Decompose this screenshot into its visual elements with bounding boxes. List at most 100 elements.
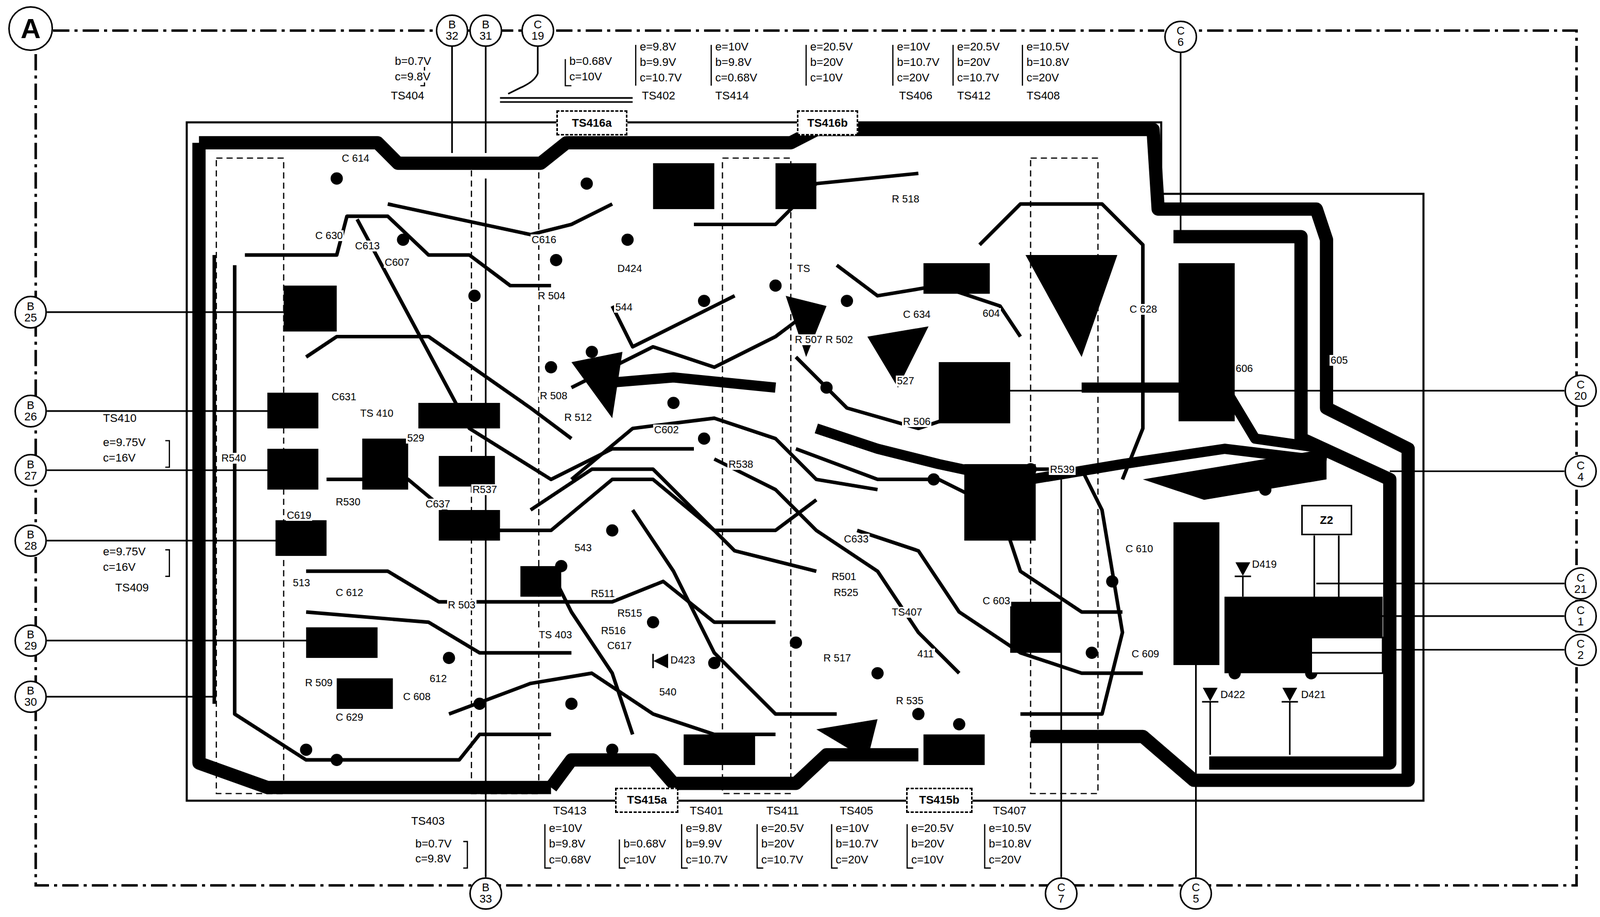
copper-area xyxy=(938,362,1011,424)
node-text: B 26 xyxy=(23,399,39,423)
component-label: 513 xyxy=(292,577,312,589)
solder-pad xyxy=(330,753,344,767)
label-bracket xyxy=(165,44,1023,868)
voltage-label: e=9.8V xyxy=(638,40,677,53)
component-label: C 612 xyxy=(334,587,365,599)
voltage-label: c=20V xyxy=(834,853,870,866)
diode-symbol xyxy=(1281,688,1299,702)
voltage-label: TS412 xyxy=(956,89,992,102)
leader-line xyxy=(507,46,538,94)
voltage-label: e=10.5V xyxy=(987,822,1033,834)
node-text: B 27 xyxy=(23,458,39,482)
voltage-label: TS413 xyxy=(552,804,588,817)
solder-pad xyxy=(473,697,486,710)
voltage-label: b=10.8V xyxy=(1025,56,1071,68)
component-label: D424 xyxy=(616,263,643,275)
voltage-label: e=10V xyxy=(834,822,870,834)
voltage-label: b=9.8V xyxy=(548,837,587,850)
voltage-label: TS402 xyxy=(640,89,677,102)
solder-pad xyxy=(585,345,599,359)
node-text: B 30 xyxy=(23,685,39,708)
copper-area xyxy=(1025,254,1118,357)
voltage-label: c=16V xyxy=(101,451,137,464)
connector-circle: B 25 xyxy=(14,295,47,329)
solder-pad xyxy=(1258,483,1272,497)
wide-trace xyxy=(612,377,776,388)
component-label: R540 xyxy=(220,452,248,464)
label-bracket xyxy=(463,841,468,868)
voltage-label: c=10.7V xyxy=(956,71,1000,84)
component-label: D422 xyxy=(1219,689,1247,701)
copper-area xyxy=(1178,263,1235,422)
solder-pad xyxy=(397,233,410,246)
voltage-label: e=10V xyxy=(714,40,750,53)
leader-line xyxy=(46,46,1565,878)
solder-pad xyxy=(1085,646,1099,659)
component-label: C616 xyxy=(530,234,558,246)
copper-area xyxy=(1143,448,1327,500)
dash-dot-border xyxy=(35,30,1577,885)
copper-area xyxy=(653,163,715,210)
voltage-label: TS408 xyxy=(1025,89,1062,102)
component-label: C 628 xyxy=(1128,303,1159,315)
voltage-label: b=0.68V xyxy=(622,837,668,850)
voltage-label: b=20V xyxy=(760,837,796,850)
copper-trace xyxy=(234,265,552,760)
solder-pad xyxy=(580,177,593,191)
voltage-label: c=0.68V xyxy=(548,853,592,866)
solder-pad xyxy=(330,172,344,185)
connector-circle: B 32 xyxy=(435,14,469,47)
component-label: C 609 xyxy=(1130,648,1161,660)
voltage-label: c=10V xyxy=(809,71,844,84)
copper-area xyxy=(964,464,1036,541)
node-text: TS415b xyxy=(918,794,960,806)
voltage-label: b=0.7V xyxy=(394,55,433,67)
component-label: 540 xyxy=(658,686,678,698)
component-label: C 608 xyxy=(401,691,432,703)
copper-area xyxy=(275,520,327,556)
leader-line xyxy=(46,695,217,698)
voltage-label: TS406 xyxy=(897,89,934,102)
label-bracket xyxy=(710,44,712,86)
heatsink-outline xyxy=(722,158,791,794)
connector-circle: B 31 xyxy=(469,14,502,47)
component-label: R530 xyxy=(334,496,362,508)
component-label: R 504 xyxy=(536,290,567,302)
copper-trace xyxy=(214,173,1144,760)
copper-trace xyxy=(612,295,736,347)
board-outline xyxy=(186,122,1424,802)
connector-circle: B 28 xyxy=(14,524,47,557)
solder-pad xyxy=(789,636,803,650)
diode-symbol xyxy=(1201,688,1219,702)
solder-pad xyxy=(912,707,925,721)
component-label: 544 xyxy=(614,301,634,313)
copper-area xyxy=(418,402,500,429)
component-label: 612 xyxy=(428,673,448,685)
voltage-label: b=20V xyxy=(809,56,845,68)
component-label: TS 403 xyxy=(537,629,573,641)
solder-pad xyxy=(1228,667,1241,680)
component-label: C619 xyxy=(285,509,313,521)
component-label: C 610 xyxy=(1124,543,1154,555)
zener-assembly xyxy=(1311,637,1383,673)
copper-area xyxy=(867,326,929,388)
solder-pad xyxy=(606,743,619,756)
solder-pad xyxy=(1105,575,1119,588)
voltage-label: c=10V xyxy=(622,853,657,866)
node-text: C 7 xyxy=(1053,881,1069,905)
copper-trace xyxy=(212,254,217,704)
transistor-box: TS415a xyxy=(615,787,679,813)
leader-line xyxy=(1389,470,1565,472)
node-text: C 5 xyxy=(1188,881,1204,905)
ground-trace xyxy=(198,129,1408,788)
leader-line xyxy=(484,46,487,153)
component-label: D421 xyxy=(1300,689,1327,701)
voltage-label: b=10.7V xyxy=(895,56,941,68)
component-label: C613 xyxy=(353,240,381,252)
voltage-label: b=20V xyxy=(910,837,946,850)
voltage-label: c=10V xyxy=(910,853,945,866)
copper-trace xyxy=(244,216,551,286)
voltage-label: TS404 xyxy=(389,89,426,102)
leader-line xyxy=(500,97,634,102)
